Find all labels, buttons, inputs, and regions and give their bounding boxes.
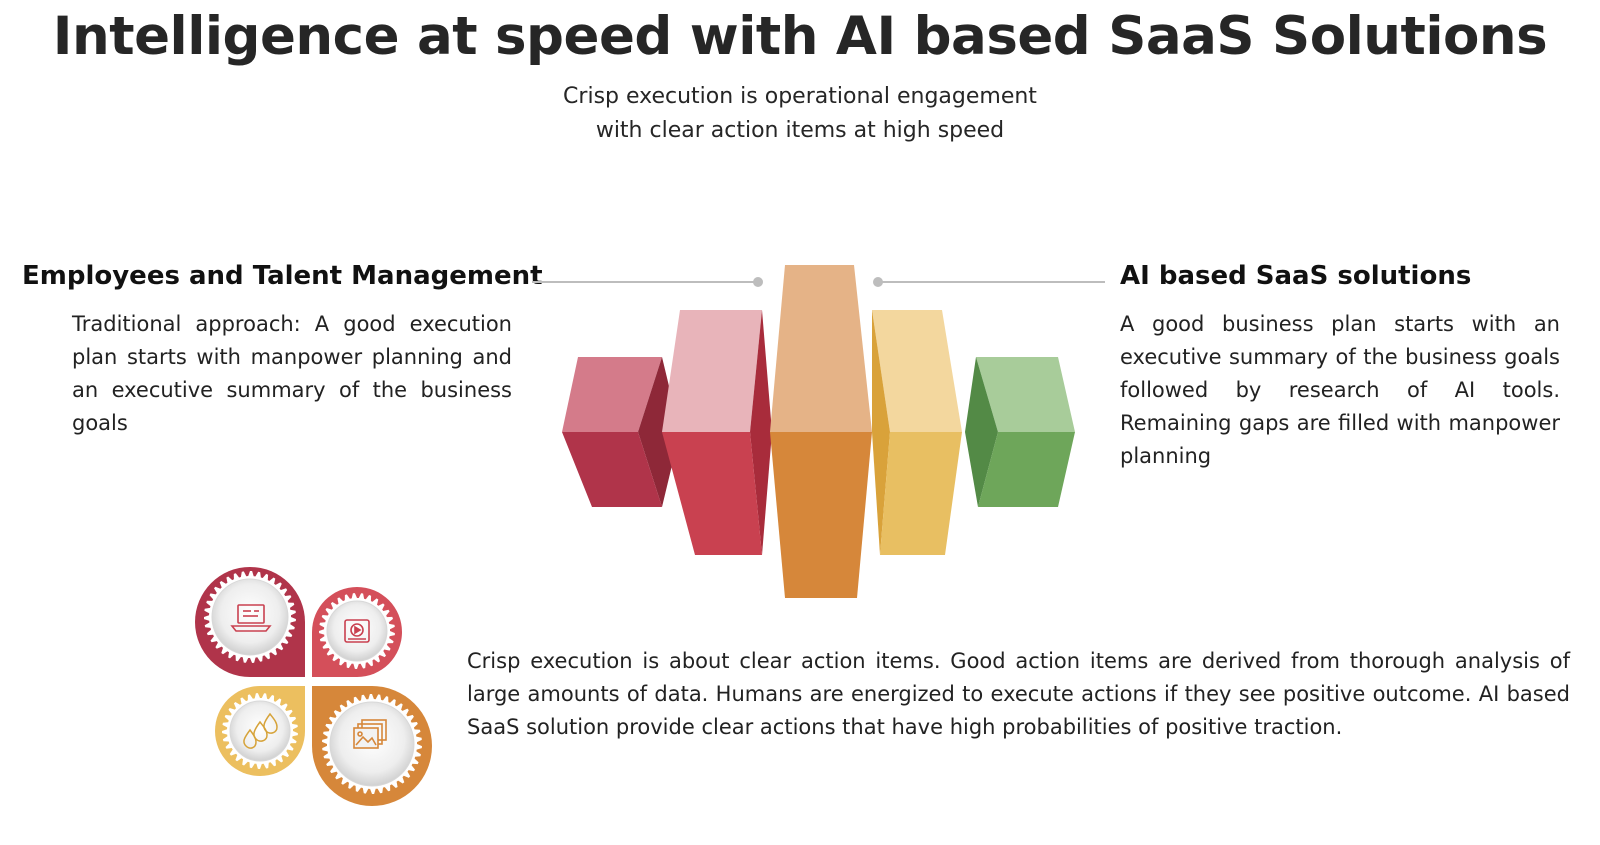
right-connector-dot (873, 277, 883, 287)
gear1-disk (211, 578, 289, 656)
left-heading: Employees and Talent Management (22, 261, 543, 291)
drops-icon (243, 712, 278, 749)
petal-drops (215, 686, 305, 776)
petal-laptop (195, 567, 305, 677)
subtitle-line-1: Crisp execution is operational engagemen… (563, 84, 1037, 109)
gear-1 (204, 571, 296, 663)
left-connector-dot (753, 277, 763, 287)
subtitle: Crisp execution is operational engagemen… (0, 80, 1600, 148)
block-yellow (872, 310, 962, 555)
left-connector-line (532, 281, 758, 283)
block-coral (662, 310, 772, 555)
laptop-icon (230, 604, 272, 632)
gear3-disk (229, 700, 291, 762)
right-heading: AI based SaaS solutions (1120, 261, 1472, 291)
video-player-icon (344, 619, 370, 643)
block-orange (770, 265, 872, 598)
page-title: Intelligence at speed with AI based SaaS… (52, 6, 1548, 67)
images-icon (353, 719, 387, 749)
right-connector-line (880, 281, 1105, 283)
petal-video (312, 587, 402, 677)
petal-images (312, 686, 432, 806)
bottom-body: Crisp execution is about clear action it… (467, 649, 1570, 739)
left-body: Traditional approach: A good execution p… (72, 312, 512, 435)
subtitle-line-2: with clear action items at high speed (595, 118, 1005, 143)
right-body: A good business plan starts with an exec… (1120, 312, 1560, 468)
block-green (965, 357, 1075, 507)
